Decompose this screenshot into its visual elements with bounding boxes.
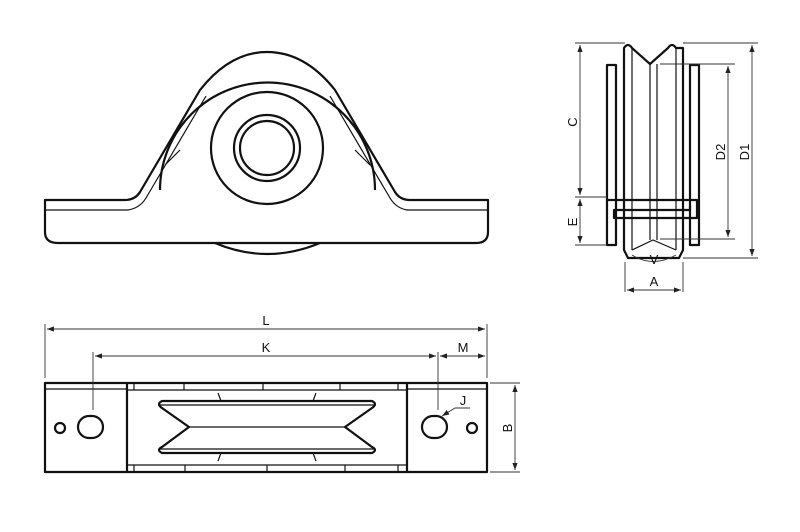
dim-label-k: K	[262, 340, 271, 355]
right-frame	[688, 63, 701, 247]
dim-label-d1: D1	[737, 144, 752, 161]
wheel-outline	[158, 81, 377, 191]
dim-label-v: V	[650, 252, 659, 267]
dim-label-j: J	[460, 393, 467, 408]
front-view	[43, 50, 490, 256]
wheel-plan	[157, 399, 377, 455]
wheel-bottom	[214, 241, 321, 256]
left-frame	[605, 63, 618, 247]
frame-detail	[45, 383, 487, 472]
dim-label-m: M	[458, 340, 469, 355]
bearing-inner	[238, 119, 296, 177]
wheel-groove-plan	[160, 392, 374, 462]
plan-view: L K M J B	[43, 313, 520, 474]
bracket-body	[43, 50, 490, 245]
round-hole-right	[465, 421, 479, 435]
round-hole-left	[53, 421, 67, 435]
plate-divider	[125, 383, 409, 472]
wheel-side	[622, 43, 685, 260]
hub-outer	[209, 90, 325, 206]
dim-label-c: C	[565, 117, 580, 126]
slot-hole-right	[420, 414, 449, 440]
bracket-edge	[164, 149, 371, 166]
dim-label-l: L	[262, 313, 269, 328]
bracket-u	[608, 198, 699, 220]
bracket-flange	[45, 95, 488, 211]
slot-hole-left	[76, 414, 105, 440]
wheel-groove	[631, 48, 677, 251]
dim-label-e: E	[565, 217, 580, 226]
v-angle-arc	[631, 254, 677, 262]
side-view: C E D2 D1 V A	[565, 42, 758, 293]
dim-label-b: B	[500, 424, 515, 433]
dim-label-d2: D2	[713, 144, 728, 161]
bearing-outer	[232, 113, 302, 183]
dim-label-a: A	[650, 274, 659, 289]
base-outline	[43, 381, 489, 474]
